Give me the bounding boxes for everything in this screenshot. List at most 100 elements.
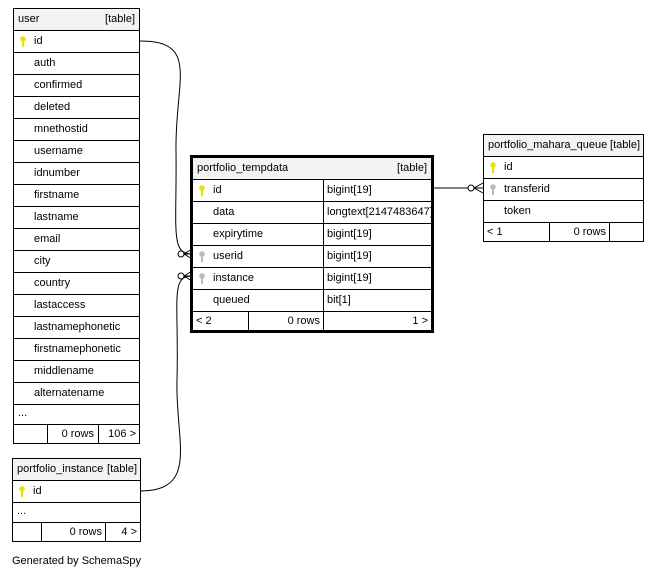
generated-by-footer: Generated by SchemaSpy xyxy=(12,555,142,567)
column-type: bigint[19] xyxy=(323,246,372,267)
column-row[interactable]: data longtext[2147483647] xyxy=(193,202,433,224)
row-count: 0 rows xyxy=(41,523,105,541)
link-user-userid xyxy=(139,40,193,255)
column-row[interactable]: expirytime bigint[19] xyxy=(193,224,431,246)
table-kind: [table] xyxy=(105,13,135,25)
table-footer: < 2 0 rows 1 > xyxy=(193,312,431,330)
column-name: middlename xyxy=(34,365,94,377)
table-name: portfolio_mahara_queue xyxy=(488,139,608,151)
column-name: alternatename xyxy=(34,387,105,399)
column-row[interactable]: id xyxy=(14,31,139,53)
column-row[interactable]: id xyxy=(13,481,140,503)
column-name: idnumber xyxy=(34,167,80,179)
table-header: portfolio_tempdata [table] xyxy=(193,158,431,180)
primary-key-icon xyxy=(199,185,205,196)
row-count: 0 rows xyxy=(248,312,323,330)
column-row[interactable]: idnumber xyxy=(14,163,139,185)
column-row[interactable]: mnethostid xyxy=(14,119,139,141)
column-row[interactable]: confirmed xyxy=(14,75,139,97)
column-name: token xyxy=(504,205,531,217)
table-kind: [table] xyxy=(610,139,640,151)
column-name: username xyxy=(34,145,83,157)
column-row[interactable]: country xyxy=(14,273,139,295)
table-name: portfolio_tempdata xyxy=(197,162,289,174)
table-footer: 0 rows 106 > xyxy=(14,425,139,443)
column-name: queued xyxy=(213,294,250,306)
column-name: confirmed xyxy=(34,79,83,91)
column-row[interactable]: firstname xyxy=(14,185,139,207)
column-type: longtext[2147483647] xyxy=(323,202,433,223)
column-name: lastnamephonetic xyxy=(34,321,121,333)
table-portfolio-instance[interactable]: portfolio_instance [table] id ... 0 rows… xyxy=(12,458,141,542)
column-row[interactable]: auth xyxy=(14,53,139,75)
table-kind: [table] xyxy=(107,463,137,475)
row-count: 0 rows xyxy=(549,223,609,241)
column-row[interactable]: email xyxy=(14,229,139,251)
column-name: lastname xyxy=(34,211,79,223)
table-header: portfolio_mahara_queue [table] xyxy=(484,135,643,157)
column-row[interactable]: alternatename xyxy=(14,383,139,405)
column-name: expirytime xyxy=(213,228,264,240)
column-name: auth xyxy=(34,57,56,69)
column-row[interactable]: lastaccess xyxy=(14,295,139,317)
column-row[interactable]: city xyxy=(14,251,139,273)
primary-key-icon xyxy=(20,36,26,47)
column-row[interactable]: id bigint[19] xyxy=(193,180,431,202)
column-row[interactable]: firstnamephonetic xyxy=(14,339,139,361)
column-name: id xyxy=(504,161,513,173)
table-header: portfolio_instance [table] xyxy=(13,459,140,481)
parents-count[interactable]: < 1 xyxy=(487,226,503,238)
table-header: user [table] xyxy=(14,9,139,31)
table-kind: [table] xyxy=(397,162,427,174)
table-footer: 0 rows 4 > xyxy=(13,523,140,541)
column-name: userid xyxy=(213,250,243,262)
column-row[interactable]: userid bigint[19] xyxy=(193,246,431,268)
column-name: data xyxy=(213,206,235,218)
column-row[interactable]: middlename xyxy=(14,361,139,383)
more-columns: ... xyxy=(14,405,139,425)
column-name: deleted xyxy=(34,101,71,113)
column-type: bigint[19] xyxy=(323,224,372,245)
table-user[interactable]: user [table] id auth confirmed deleted mneth… xyxy=(13,8,140,444)
column-type: bigint[19] xyxy=(323,268,372,289)
column-name: instance xyxy=(213,272,254,284)
column-row[interactable]: id xyxy=(484,157,643,179)
column-row[interactable]: deleted xyxy=(14,97,139,119)
children-count[interactable]: 1 > xyxy=(323,312,431,330)
foreign-key-icon xyxy=(490,184,496,195)
table-footer: < 1 0 rows xyxy=(484,223,643,241)
column-row[interactable]: username xyxy=(14,141,139,163)
column-name: mnethostid xyxy=(34,123,88,135)
column-type: bigint[19] xyxy=(323,180,372,201)
column-name: lastaccess xyxy=(34,299,86,311)
column-type: bit[1] xyxy=(323,290,351,311)
column-row[interactable]: token xyxy=(484,201,643,223)
column-row[interactable]: lastnamephonetic xyxy=(14,317,139,339)
column-name: id xyxy=(213,184,222,196)
parents-count[interactable]: < 2 xyxy=(196,315,212,327)
row-count: 0 rows xyxy=(47,425,98,443)
column-name: city xyxy=(34,255,51,267)
table-portfolio-mahara-queue[interactable]: portfolio_mahara_queue [table] id transfe… xyxy=(483,134,644,242)
foreign-key-icon xyxy=(199,251,205,262)
column-name: firstname xyxy=(34,189,80,201)
primary-key-icon xyxy=(19,486,25,497)
children-count[interactable]: 106 > xyxy=(98,425,139,443)
table-name: user xyxy=(18,13,40,25)
table-name: portfolio_instance xyxy=(17,463,104,475)
column-row[interactable]: transferid xyxy=(484,179,643,201)
children-cell xyxy=(609,223,643,241)
column-name: id xyxy=(34,35,43,47)
column-name: email xyxy=(34,233,61,245)
children-count[interactable]: 4 > xyxy=(105,523,140,541)
column-row[interactable]: queued bit[1] xyxy=(193,290,431,312)
column-name: transferid xyxy=(504,183,550,195)
column-row[interactable]: instance bigint[19] xyxy=(193,268,431,290)
column-name: country xyxy=(34,277,71,289)
column-name: id xyxy=(33,485,42,497)
column-name: firstnamephonetic xyxy=(34,343,121,355)
column-row[interactable]: lastname xyxy=(14,207,139,229)
foreign-key-icon xyxy=(199,273,205,284)
link-instance-instance xyxy=(139,275,193,492)
